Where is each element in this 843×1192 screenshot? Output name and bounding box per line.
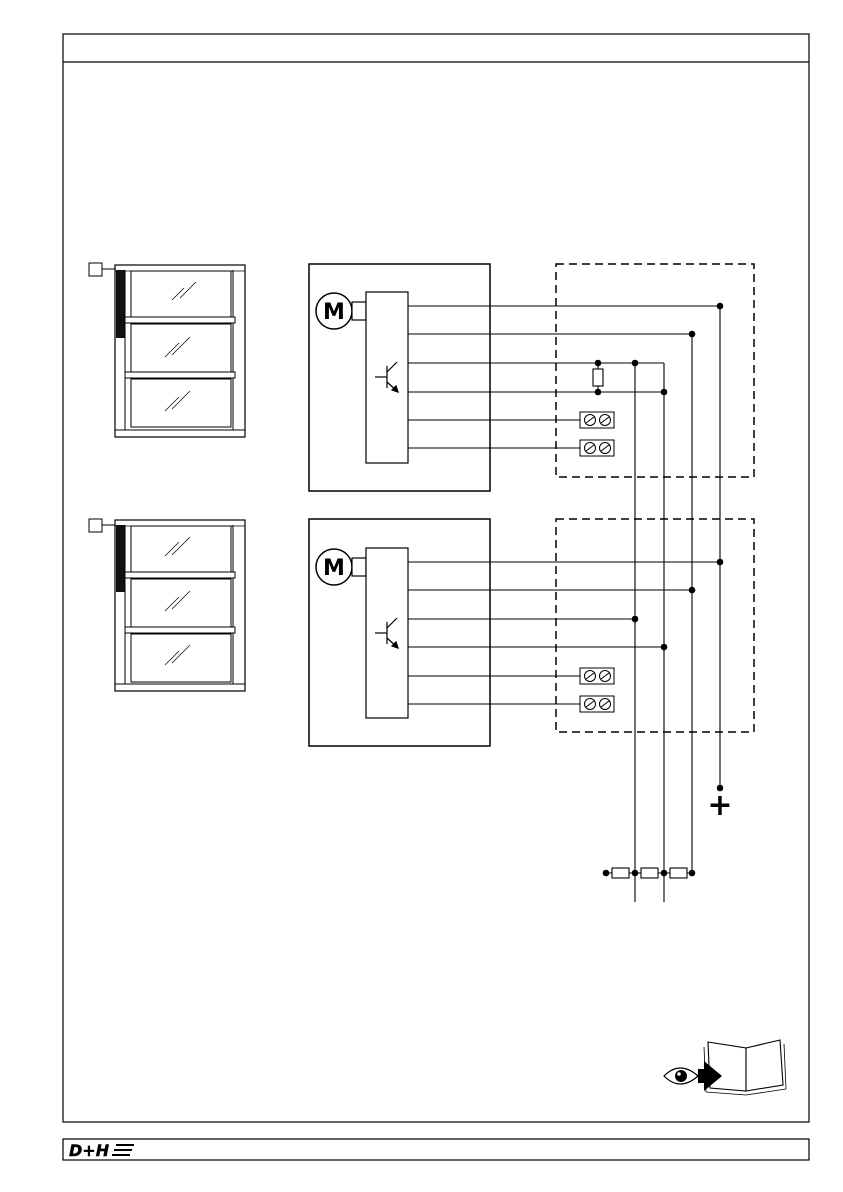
footer-bar (63, 1139, 809, 1160)
terminal-block-1b (580, 440, 614, 456)
actuator-unit-1: M (309, 264, 490, 491)
window-illustration-1 (89, 263, 245, 437)
brand-logo: D+H (65, 1141, 137, 1160)
terminal-block-2a (580, 668, 614, 684)
window-actuator-bar-2 (116, 525, 125, 592)
resistor-junction-1 (593, 369, 603, 386)
see-manual-icon (664, 1040, 786, 1095)
motor-label-2: M (323, 556, 345, 581)
bus-lines (606, 306, 720, 902)
terminal-block-1a (580, 412, 614, 428)
terminal-block-2b (580, 696, 614, 712)
plus-terminal-symbol: + (707, 788, 732, 823)
window-actuator-bar-1 (116, 270, 125, 338)
bottom-resistor-array (612, 868, 687, 878)
window-illustration-2 (89, 519, 245, 691)
svg-text:D+H: D+H (69, 1141, 110, 1160)
motor-label-1: M (323, 300, 345, 325)
actuator-unit-2: M (309, 519, 490, 746)
